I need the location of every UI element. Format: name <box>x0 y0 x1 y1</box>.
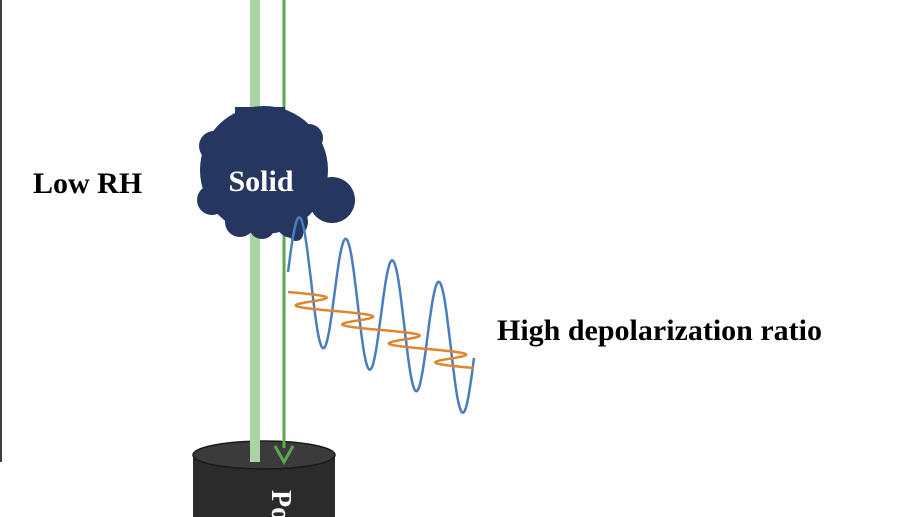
solid-particle <box>197 106 355 241</box>
particle-label: Solid <box>228 165 293 198</box>
condition-label: Low RH <box>33 167 142 200</box>
detector: Po <box>192 440 336 517</box>
detector-label: Po <box>265 490 296 517</box>
result-label: High depolarization ratio <box>497 314 822 347</box>
backscatter-arrow-head <box>273 445 295 466</box>
detector-top <box>192 440 336 470</box>
perpendicular-polarization-wave <box>287 290 475 370</box>
parallel-polarization-wave <box>286 215 476 415</box>
